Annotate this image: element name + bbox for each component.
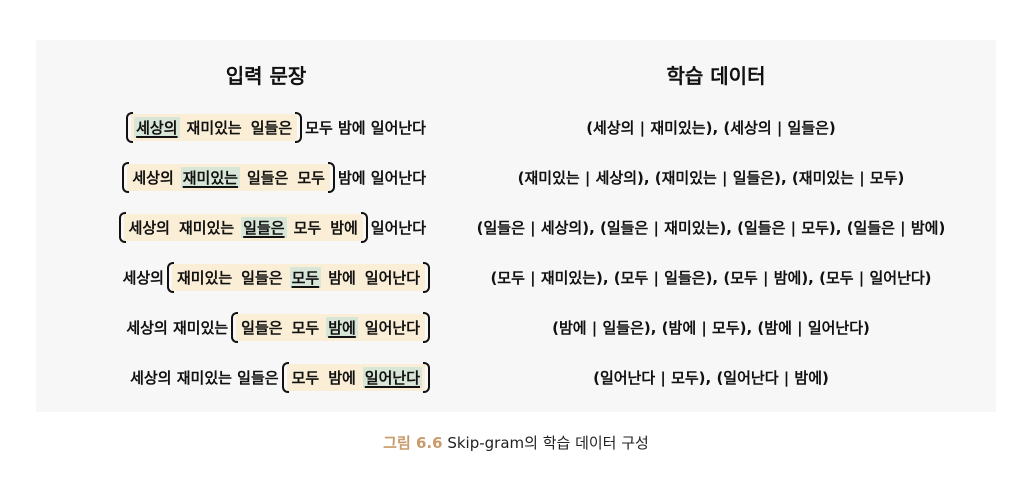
context-outside-before: 세상의 재미있는 일들은 [130,368,279,387]
center-word: 일들은 [241,216,287,238]
input-sentence: 세상의 재미있는 일들은 모두 밤에 일어난다 [56,158,426,196]
window-bracket: 일들은 모두 밤에 일어난다 [231,311,430,343]
context-word: 재미있는 [176,268,233,287]
example-row: 세상의 재미있는 일들은 모두 밤에 일어난다 (모두 | 재미있는), (모두 | 일들은… [36,258,996,296]
input-sentence: 세상의 재미있는 일들은 모두 밤에 일어난다 [56,208,426,246]
context-word: 모두 [297,168,325,187]
context-word: 모두 [291,368,320,387]
center-word: 일어난다 [362,366,422,388]
window-bracket: 재미있는 일들은 모두 밤에 일어난다 [166,261,431,293]
training-pairs: (일들은 | 세상의), (일들은 | 재미있는), (일들은 | 모두), (… [476,218,946,237]
input-sentence: 세상의 재미있는 일들은 모두 밤에 일어난다 [56,108,426,146]
example-row: 세상의 재미있는 일들은 모두 밤에 일어난다 (일들은 | 세상의), (일들은 | 재미… [36,208,996,246]
context-word: 세상의 [128,218,170,237]
training-pairs: (일어난다 | 모두), (일어난다 | 밤에) [593,368,829,387]
context-word: 일어난다 [364,318,420,337]
context-word: 세상의 [132,168,174,187]
window-bracket: 세상의 재미있는 일들은 모두 밤에 [118,211,369,243]
training-pairs: (밤에 | 일들은), (밤에 | 모두), (밤에 | 일어난다) [552,318,870,337]
context-word: 일들은 [241,268,283,287]
context-outside-before: 세상의 재미있는 [126,318,229,337]
context-outside-after: 모두 밤에 일어난다 [305,118,426,137]
context-word: 일어난다 [364,268,420,287]
center-word: 모두 [289,266,322,288]
context-word: 밤에 [328,368,356,387]
context-word: 일들은 [246,168,289,187]
context-word: 모두 [291,318,320,337]
context-word: 모두 [293,218,322,237]
context-outside-after: 일어난다 [370,218,426,237]
caption-text: Skip-gram의 학습 데이터 구성 [447,434,649,452]
context-outside-before: 세상의 [122,268,164,287]
training-pairs: (재미있는 | 세상의), (재미있는 | 일들은), (재미있는 | 모두) [517,168,905,187]
window-bracket: 모두 밤에 일어난다 [281,361,431,393]
training-pairs: (모두 | 재미있는), (모두 | 일들은), (모두 | 밤에), (모두 … [490,268,932,287]
context-word: 밤에 [328,268,356,287]
example-row: 세상의 재미있는 일들은 모두 밤에 일어난다 (밤에 | 일들은), (밤에 | 모두)… [36,308,996,346]
input-header: 입력 문장 [225,64,307,88]
input-sentence: 세상의 재미있는 일들은 모두 밤에 일어난다 [56,258,431,296]
center-word: 밤에 [326,316,358,338]
input-sentence: 세상의 재미있는 일들은 모두 밤에 일어난다 [56,308,430,346]
caption-label: 그림 6.6 [383,434,443,452]
window-bracket: 세상의 재미있는 일들은 [126,111,303,143]
figure-caption: 그림 6.6 Skip-gram의 학습 데이터 구성 [0,432,1032,453]
context-outside-after: 밤에 일어난다 [337,168,426,187]
training-pairs: (세상의 | 재미있는), (세상의 | 일들은) [586,118,836,137]
example-row: 세상의 재미있는 일들은 모두 밤에 일어난다 (일어난다 | 모두), (일어난다 |… [36,358,996,396]
context-word: 재미있는 [178,218,235,237]
context-word: 밤에 [330,218,358,237]
context-word: 일들은 [250,118,293,137]
context-word: 일들은 [241,318,283,337]
training-header: 학습 데이터 [666,64,766,88]
context-word: 재미있는 [186,118,242,137]
example-row: 세상의 재미있는 일들은 모두 밤에 일어난다 (재미있는 | 세상의), (재미있는 |… [36,158,996,196]
center-word: 세상의 [134,116,180,138]
example-row: 세상의 재미있는 일들은 모두 밤에 일어난다 (세상의 | 재미있는), (세상의 |… [36,108,996,146]
center-word: 재미있는 [180,166,240,188]
window-bracket: 세상의 재미있는 일들은 모두 [122,161,335,193]
input-sentence: 세상의 재미있는 일들은 모두 밤에 일어난다 [56,358,431,396]
